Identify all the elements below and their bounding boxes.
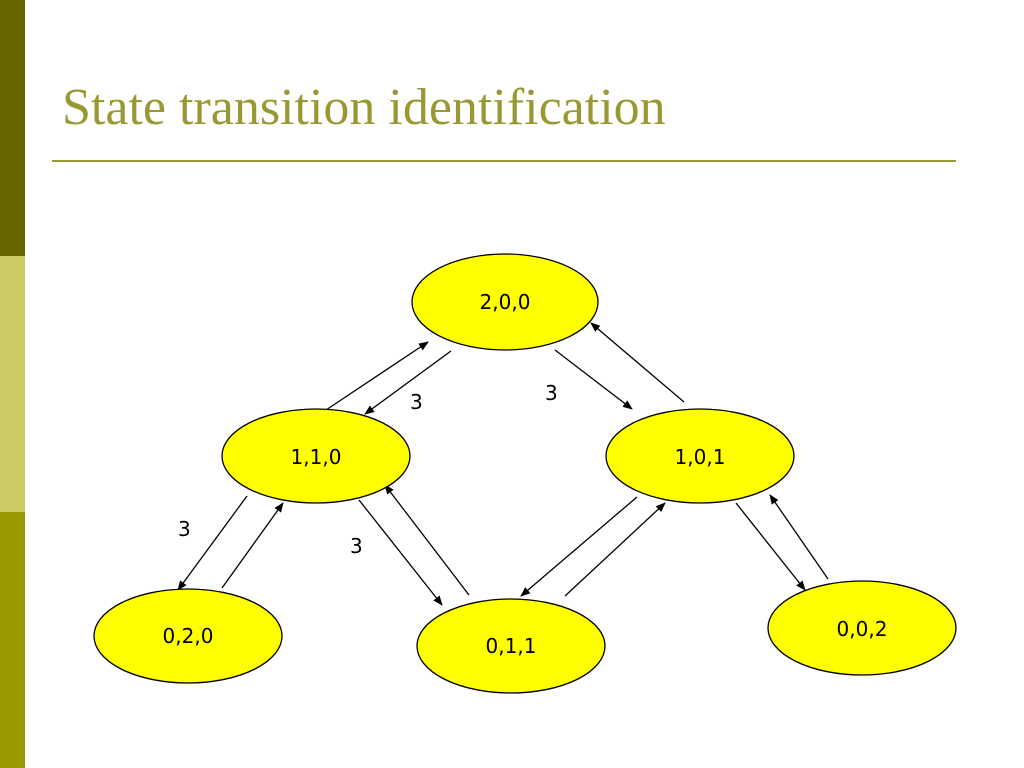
title-underline bbox=[52, 160, 956, 162]
edge-label-200-101: 3 bbox=[545, 381, 558, 405]
node-0-0-2: 0,0,2 bbox=[767, 580, 957, 676]
sidebar-band-middle bbox=[0, 256, 25, 512]
edge-labels-layer: 3 3 3 3 bbox=[178, 381, 558, 558]
node-0-1-1: 0,1,1 bbox=[416, 598, 606, 694]
node-1-1-0-label: 1,1,0 bbox=[291, 445, 342, 469]
node-0-1-1-label: 0,1,1 bbox=[486, 634, 537, 658]
edge-110-to-020 bbox=[177, 495, 248, 591]
edge-101-to-011 bbox=[520, 496, 638, 597]
slide-title: State transition identification bbox=[62, 79, 666, 136]
node-0-1-1-ellipse bbox=[416, 598, 606, 694]
node-2-0-0: 2,0,0 bbox=[411, 253, 599, 351]
node-2-0-0-label: 2,0,0 bbox=[480, 290, 531, 314]
edge-101-to-002 bbox=[735, 502, 806, 591]
node-1-1-0: 1,1,0 bbox=[221, 408, 411, 504]
node-1-0-1-ellipse bbox=[605, 408, 795, 504]
edge-020-to-110 bbox=[221, 502, 284, 589]
node-0-0-2-ellipse bbox=[767, 580, 957, 676]
edge-label-110-011: 3 bbox=[350, 534, 363, 558]
edges-layer bbox=[177, 322, 829, 606]
node-0-2-0-ellipse bbox=[93, 588, 283, 684]
node-1-0-1-label: 1,0,1 bbox=[675, 445, 726, 469]
edge-011-to-110 bbox=[384, 484, 470, 596]
edge-011-to-101 bbox=[564, 502, 666, 597]
edge-110-to-200 bbox=[325, 341, 429, 411]
node-2-0-0-ellipse bbox=[411, 253, 599, 351]
node-1-0-1: 1,0,1 bbox=[605, 408, 795, 504]
edge-label-110-200: 3 bbox=[410, 390, 423, 414]
node-0-2-0: 0,2,0 bbox=[93, 588, 283, 684]
edge-110-to-011 bbox=[358, 499, 443, 606]
node-1-1-0-ellipse bbox=[221, 408, 411, 504]
edge-200-to-101 bbox=[554, 349, 633, 410]
sidebar-band-top bbox=[0, 0, 25, 256]
edge-200-to-110 bbox=[364, 350, 452, 415]
node-0-0-2-label: 0,0,2 bbox=[837, 617, 888, 641]
node-0-2-0-label: 0,2,0 bbox=[163, 624, 214, 648]
sidebar-band-bottom bbox=[0, 512, 25, 768]
edge-101-to-200 bbox=[590, 322, 685, 403]
edge-label-110-020: 3 bbox=[178, 517, 191, 541]
edge-002-to-101 bbox=[769, 494, 829, 580]
